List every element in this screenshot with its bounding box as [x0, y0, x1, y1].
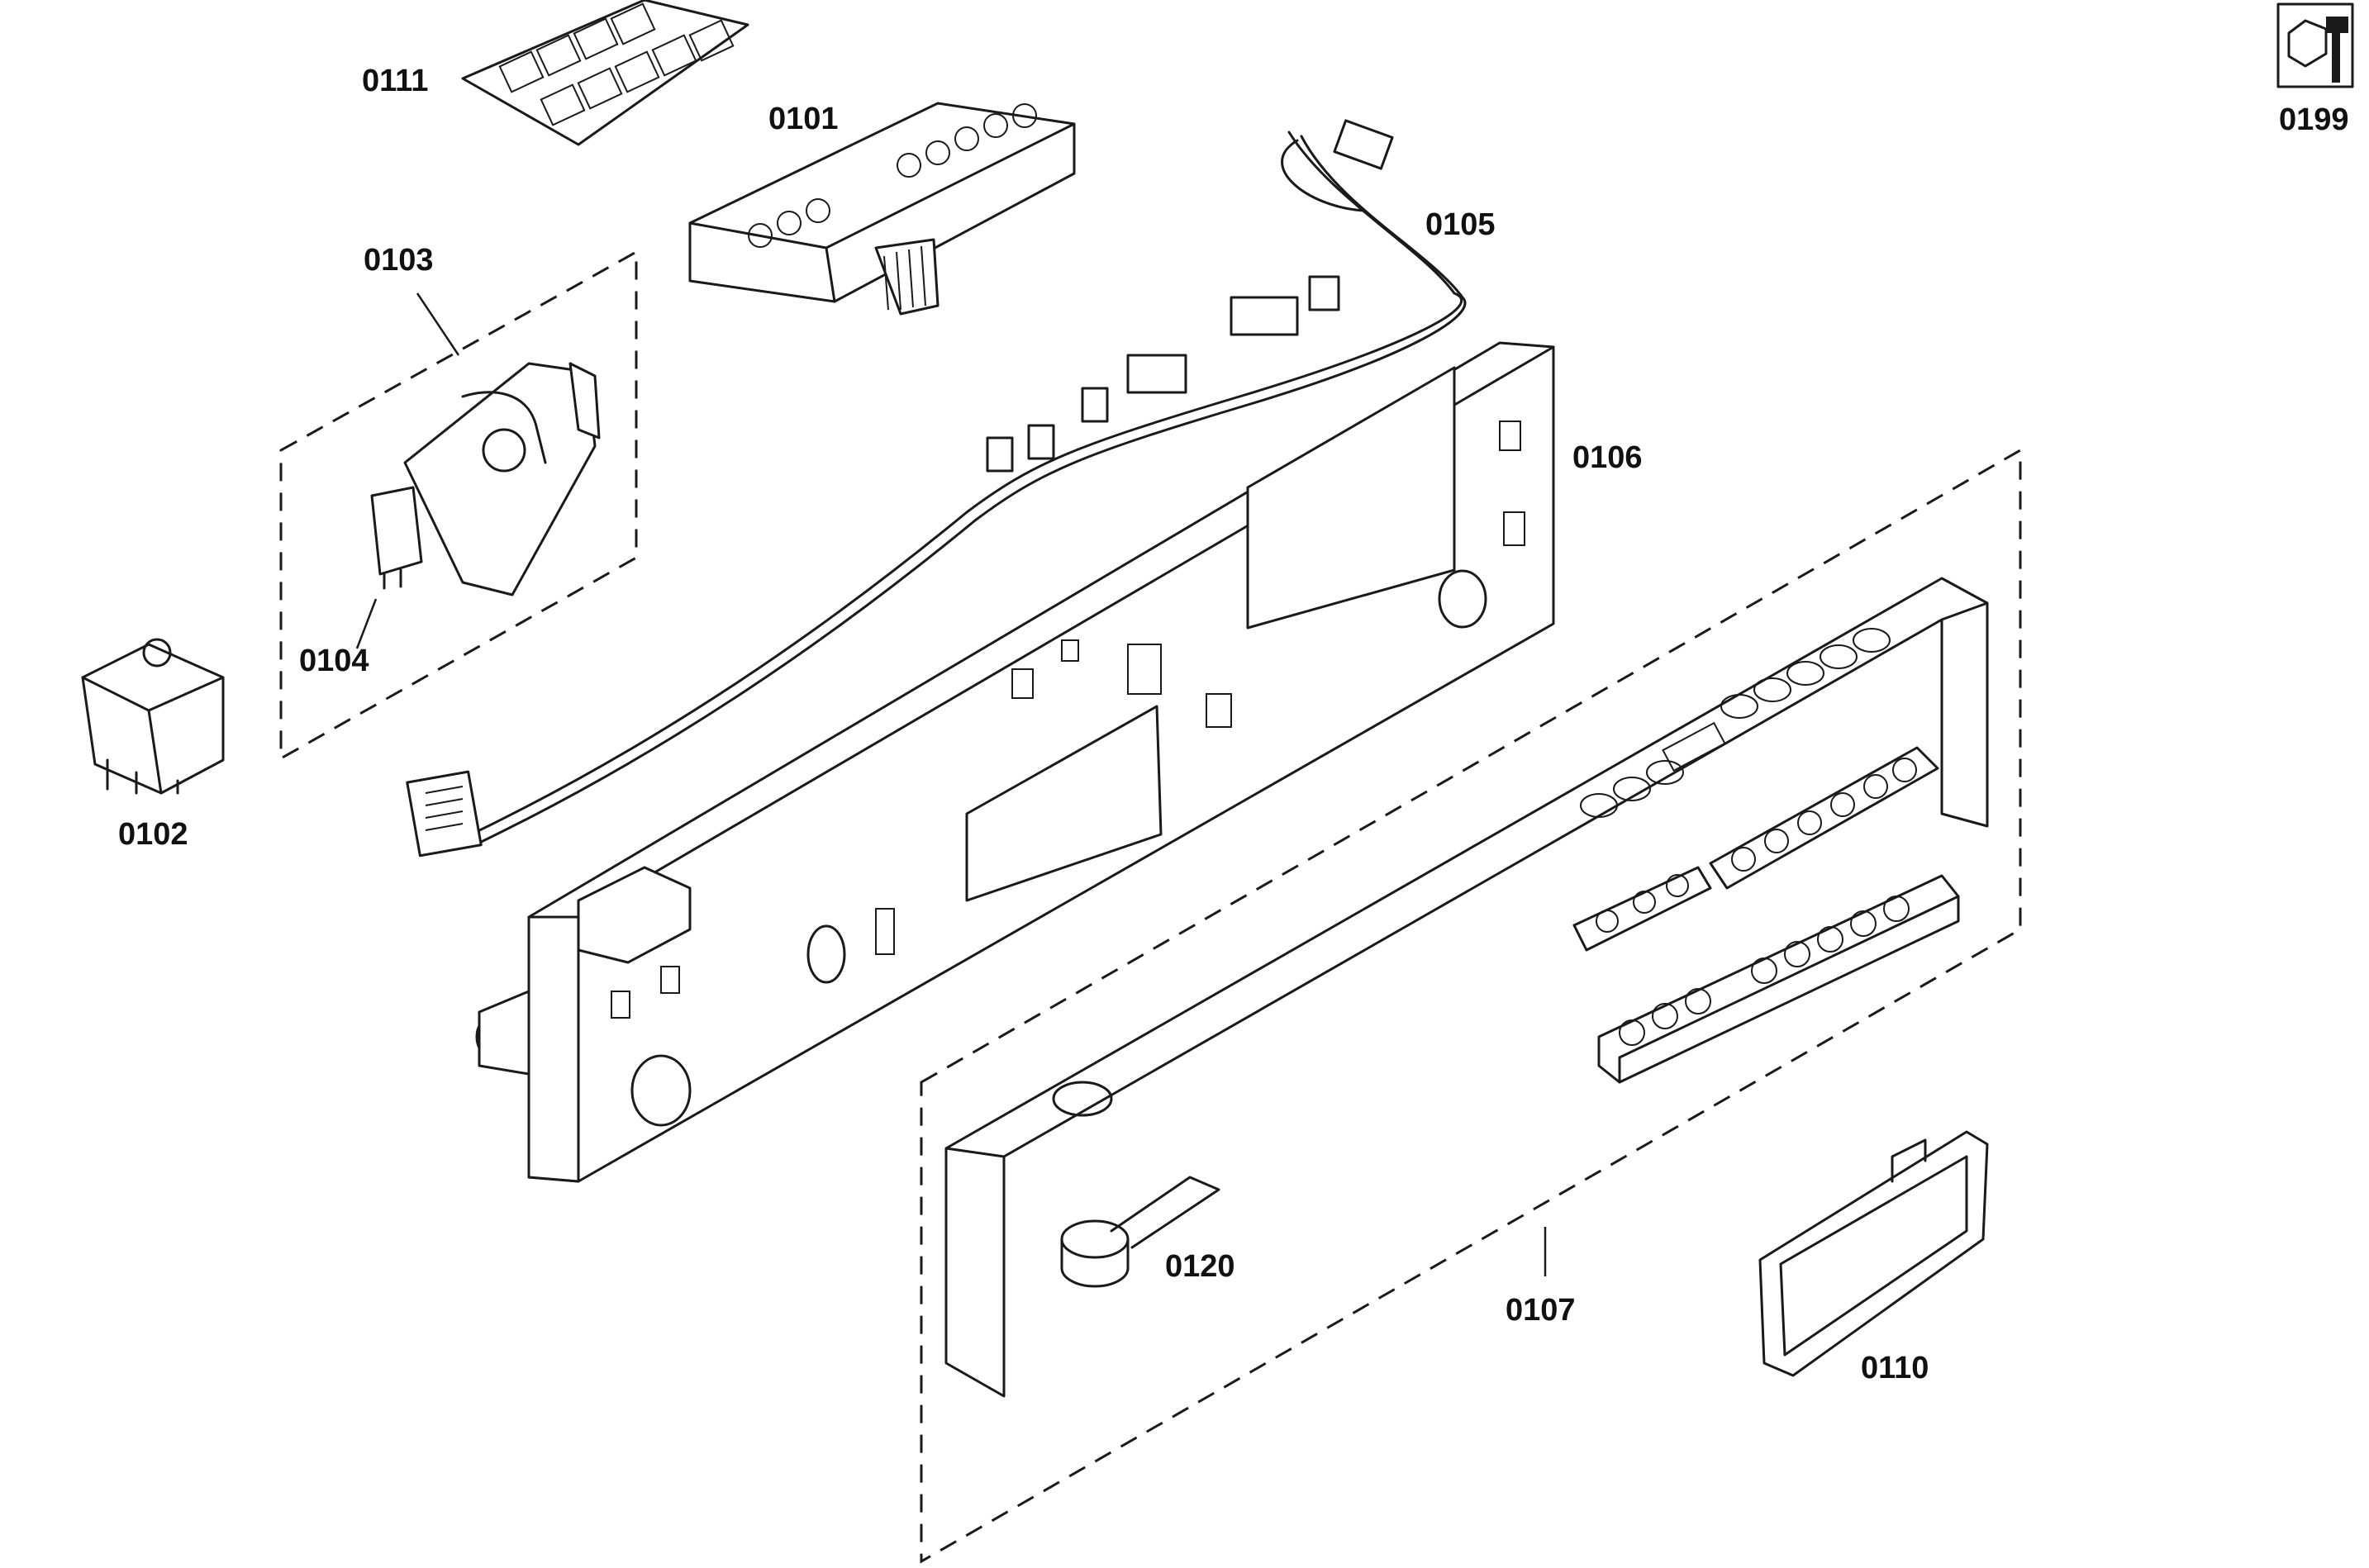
label-0120[interactable]: 0120	[1165, 1249, 1235, 1284]
label-0106[interactable]: 0106	[1572, 440, 1643, 475]
label-0199[interactable]: 0199	[2279, 102, 2349, 137]
label-0103[interactable]: 0103	[364, 243, 434, 278]
label-0104[interactable]: 0104	[299, 644, 369, 678]
part-0102-door-switch[interactable]	[81, 638, 225, 795]
part-0110-door-handle[interactable]	[1758, 1130, 1989, 1377]
part-0106-control-panel-frame[interactable]	[475, 341, 1555, 1183]
part-0107-button-strip-small[interactable]	[1572, 866, 1712, 952]
label-0111[interactable]: 0111	[362, 64, 428, 98]
label-0107[interactable]: 0107	[1506, 1293, 1576, 1328]
part-0105-wiring-harness[interactable]	[406, 119, 1467, 858]
part-labels: 0111 0101 0103 0105 0106 0104 0102 0120 …	[118, 64, 2349, 1385]
part-0111-keypad-membrane[interactable]	[461, 0, 749, 146]
label-0105[interactable]: 0105	[1425, 207, 1496, 242]
label-0102[interactable]: 0102	[118, 817, 188, 852]
part-0120-selector-knob[interactable]	[1060, 1176, 1220, 1288]
part-0104-relay[interactable]	[370, 486, 423, 590]
label-0101[interactable]: 0101	[768, 102, 839, 136]
leader-lines	[355, 292, 1547, 1276]
part-0107-button-strip-upper[interactable]	[1709, 746, 1939, 890]
part-0103-relay-bracket[interactable]	[403, 362, 601, 596]
part-0103-group-box	[279, 249, 638, 761]
part-0107-fascia-panel[interactable]	[944, 577, 1989, 1398]
part-0107-button-strip-lower[interactable]	[1597, 874, 1960, 1084]
part-0107-group-box	[920, 448, 2022, 1564]
part-0101-control-module[interactable]	[688, 102, 1076, 316]
wrench-nut-icon	[2276, 2, 2354, 88]
label-0110[interactable]: 0110	[1861, 1351, 1929, 1385]
